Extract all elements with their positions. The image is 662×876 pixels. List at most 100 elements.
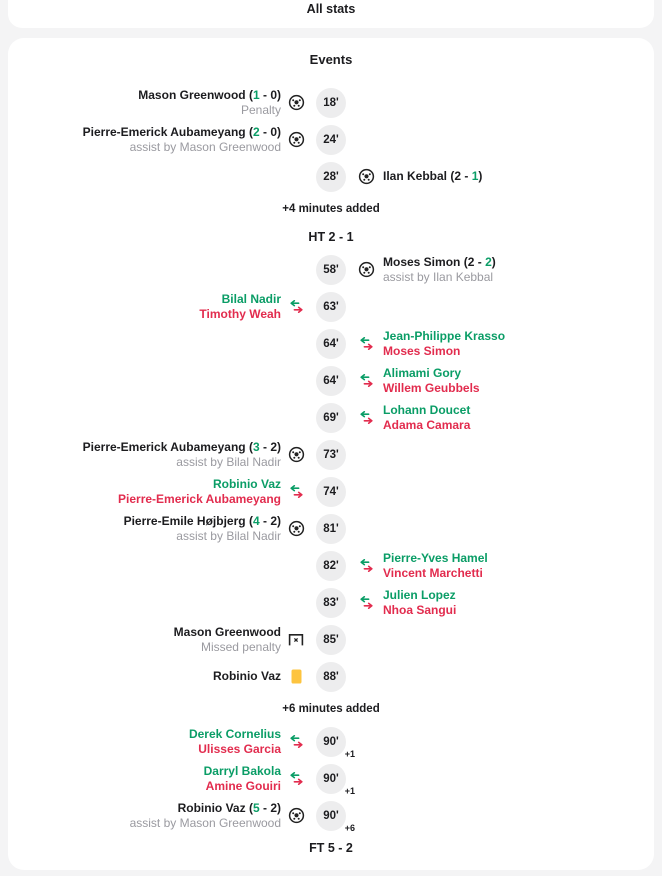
added-time-note: +4 minutes added	[8, 195, 654, 223]
minute-cell: 81'	[309, 513, 353, 544]
score-punct: )	[277, 124, 281, 139]
minute-extra-label: +1	[344, 748, 355, 759]
player-in[interactable]: Jean-Philippe Krasso	[383, 328, 506, 343]
event-icon-cell-away	[353, 411, 379, 424]
minute-label: 28'	[323, 170, 339, 183]
substitution-icon	[359, 596, 373, 609]
score-punct: (	[245, 124, 253, 139]
minute-label: 90'	[323, 809, 339, 822]
substitution-icon	[359, 337, 373, 350]
score-punct: (	[460, 254, 468, 269]
player-out[interactable]: Willem Geubbels	[383, 380, 480, 395]
minute-badge: 18'	[316, 87, 346, 118]
score-punct: )	[277, 439, 281, 454]
score-punct: -	[474, 254, 486, 269]
player-name[interactable]: Mason Greenwood	[138, 87, 246, 102]
score-home: 4	[252, 513, 260, 528]
player-in[interactable]: Derek Cornelius	[188, 726, 281, 741]
minute-badge: 28'	[316, 161, 346, 192]
minute-badge: 58'	[316, 254, 346, 285]
player-in[interactable]: Bilal Nadir	[221, 291, 281, 306]
fulltime-score: FT 5 - 2	[8, 834, 654, 862]
event-name-line: Ilan Kebbal (2 - 1)	[383, 169, 482, 184]
minute-cell: 85'	[309, 624, 353, 655]
minute-cell: 58'	[309, 254, 353, 285]
event-name-line: Moses Simon (2 - 2)	[383, 255, 496, 270]
minute-cell: 64'	[309, 328, 353, 359]
minute-badge: 69'	[316, 402, 346, 433]
event-icon-cell-home	[283, 807, 309, 824]
event-text-away: Ilan Kebbal (2 - 1)	[379, 169, 654, 184]
player-name[interactable]: Pierre-Emile Højbjerg	[123, 513, 246, 528]
player-out[interactable]: Moses Simon	[383, 343, 461, 358]
event-name-line: Pierre-Emerick Aubameyang (2 - 0)	[83, 125, 281, 140]
player-out[interactable]: Amine Gouiri	[205, 778, 281, 793]
score-punct: -	[259, 87, 271, 102]
substitution-icon	[359, 411, 373, 424]
goal-icon	[288, 520, 304, 537]
score-away: 2	[270, 439, 277, 454]
player-in[interactable]: Robinio Vaz	[212, 476, 281, 491]
substitution-icon	[359, 559, 373, 572]
minute-badge: 64'	[316, 328, 346, 359]
player-in[interactable]: Lohann Doucet	[383, 402, 471, 417]
all-stats-card[interactable]: All stats	[8, 0, 654, 28]
player-out[interactable]: Vincent Marchetti	[383, 565, 483, 580]
score-punct: (	[447, 169, 455, 183]
event-subtitle: assist by Bilal Nadir	[176, 528, 281, 543]
minute-badge: 74'	[316, 476, 346, 507]
player-out[interactable]: Timothy Weah	[199, 306, 281, 321]
player-in[interactable]: Julien Lopez	[383, 587, 456, 602]
minute-badge: 24'	[316, 124, 346, 155]
player-name[interactable]: Ilan Kebbal	[383, 169, 448, 183]
score-text: (1 - 0)	[246, 88, 281, 102]
score-away: 1	[471, 169, 479, 183]
player-in[interactable]: Alimami Gory	[383, 365, 462, 380]
score-home: 2	[454, 169, 462, 183]
player-out[interactable]: Nhoa Sangui	[383, 602, 457, 617]
event-name-line: Pierre-Emerick Aubameyang (3 - 2)	[83, 440, 281, 455]
player-name[interactable]: Pierre-Emerick Aubameyang	[82, 439, 246, 454]
player-name[interactable]: Mason Greenwood	[173, 624, 281, 639]
goal-row: Pierre-Emerick Aubameyang (2 - 0)assist …	[8, 121, 654, 158]
player-out[interactable]: Pierre-Emerick Aubameyang	[118, 491, 281, 506]
minute-label: 64'	[323, 374, 339, 387]
minute-cell: 90'+1	[309, 763, 355, 796]
score-punct: -	[259, 800, 271, 815]
minute-cell: 69'	[309, 402, 353, 433]
minute-label: 18'	[323, 96, 339, 109]
player-name[interactable]: Robinio Vaz	[212, 669, 281, 683]
player-out[interactable]: Adama Camara	[383, 417, 471, 432]
minute-label: 90'	[323, 772, 339, 785]
substitution-icon	[289, 772, 303, 785]
all-stats-label[interactable]: All stats	[306, 2, 356, 16]
player-name[interactable]: Robinio Vaz	[177, 800, 246, 815]
score-home: 3	[252, 439, 260, 454]
event-name-line: Mason Greenwood	[174, 625, 281, 640]
minute-cell: 24'	[309, 124, 353, 155]
minute-badge: 85'	[316, 624, 346, 655]
substitution-icon	[289, 735, 303, 748]
player-in[interactable]: Pierre-Yves Hamel	[383, 550, 488, 565]
player-out[interactable]: Ulisses Garcia	[198, 741, 281, 756]
minute-cell: 18'	[309, 87, 353, 118]
score-punct: -	[259, 439, 271, 454]
substitution-icon	[359, 374, 373, 387]
player-name[interactable]: Moses Simon	[383, 254, 461, 269]
player-name[interactable]: Pierre-Emerick Aubameyang	[82, 124, 246, 139]
player-in[interactable]: Darryl Bakola	[203, 763, 281, 778]
minute-cell: 74'	[309, 476, 353, 507]
score-text: (4 - 2)	[246, 514, 281, 528]
